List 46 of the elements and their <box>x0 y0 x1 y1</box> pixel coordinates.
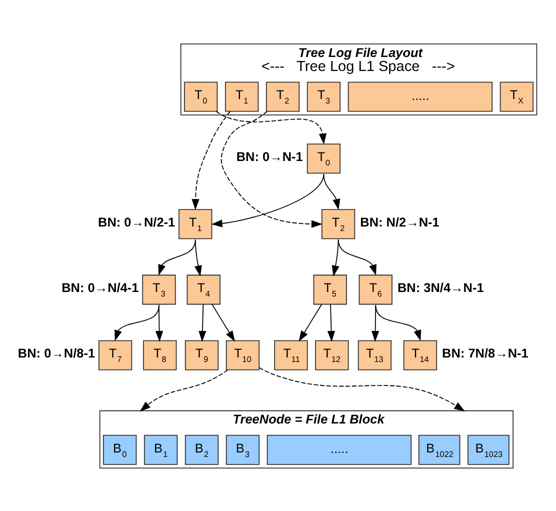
arrow <box>372 304 380 342</box>
node-box: T$_{10}$ <box>226 340 260 370</box>
arrow <box>155 304 164 342</box>
node-box: B$_{0}$ <box>103 434 137 464</box>
node-box: T$_{9}$ <box>184 340 219 370</box>
arrow <box>216 110 327 144</box>
node-label: BN: 0→N/8-1 <box>18 345 96 360</box>
arrow <box>140 368 228 412</box>
node-box: B$_{1022}$ <box>418 434 460 464</box>
arrow <box>258 366 466 411</box>
node-box: T$_{8}$ <box>143 340 177 370</box>
arrow <box>211 173 324 227</box>
arrow <box>298 303 322 342</box>
arrow <box>192 110 231 210</box>
node-box: B$_{2}$ <box>184 434 219 464</box>
arrow <box>323 173 340 210</box>
arrow <box>198 303 206 342</box>
node-box: T$_{3}$ <box>306 81 341 112</box>
node-box: B$_{1}$ <box>144 434 178 464</box>
arrow <box>158 238 196 276</box>
node-box: T$_{11}$ <box>274 340 308 370</box>
arrow <box>114 304 160 341</box>
node-box: T$_{5}$ <box>313 274 347 304</box>
node-box: T$_{2}$ <box>266 81 300 112</box>
arrow <box>220 110 322 228</box>
node-box: B$_{3}$ <box>226 434 260 464</box>
node-label: BN: 0→N/2-1 <box>98 214 176 230</box>
node-label: BN: N/2→N-1 <box>360 214 440 230</box>
node-box: T$_{12}$ <box>315 340 349 370</box>
node-label: BN: 0→N/4-1 <box>62 280 139 295</box>
node-box: T$_{X}$ <box>500 81 534 112</box>
arrow <box>375 304 422 341</box>
node-box: B$_{1023}$ <box>468 434 510 464</box>
node-box: T$_{4}$ <box>186 274 220 304</box>
arrow <box>212 303 235 342</box>
arrow <box>327 303 336 342</box>
node-box: T$_{13}$ <box>358 340 392 370</box>
node-label: BN: 0→N-1 <box>236 148 303 164</box>
node-box: T$_{0}$ <box>184 81 218 112</box>
arrow <box>338 238 376 276</box>
arrow <box>194 238 202 276</box>
node-box: T$_{1}$ <box>224 81 259 112</box>
node-label: BN: 3N/4→N-1 <box>397 280 484 295</box>
node-label: BN: 7N/8→N-1 <box>442 345 528 360</box>
node-box: ..... <box>266 434 412 464</box>
node-box: ..... <box>348 81 493 112</box>
